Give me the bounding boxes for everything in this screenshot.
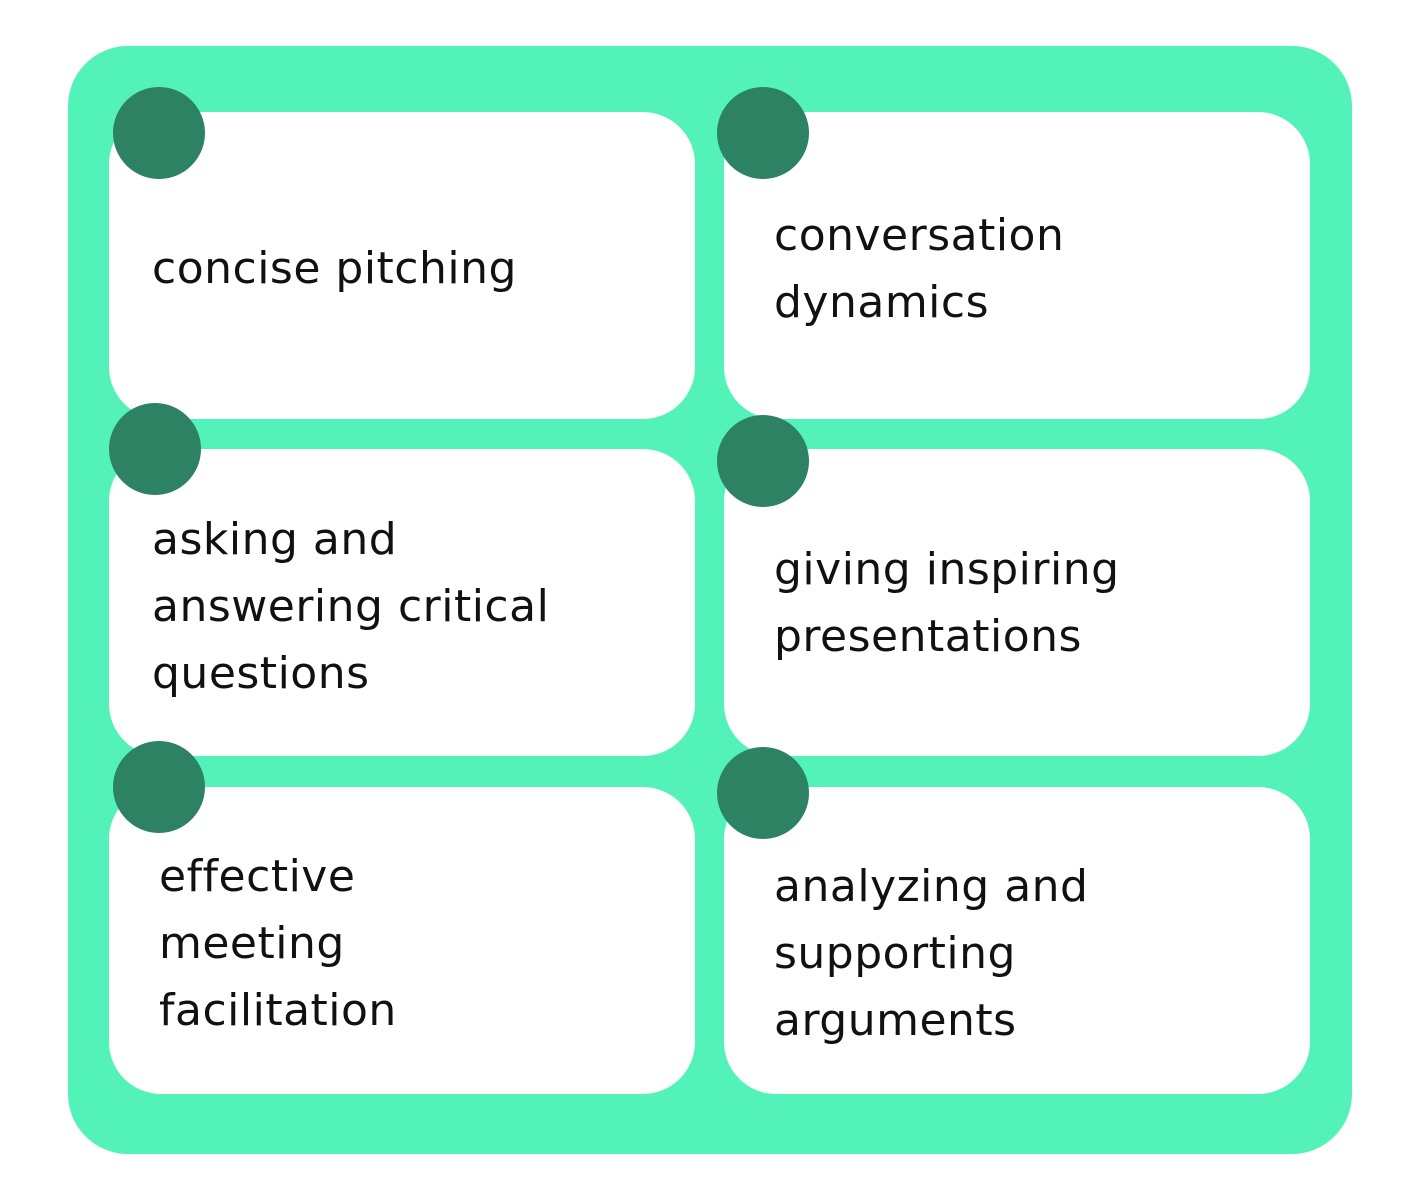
label-line: facilitation bbox=[159, 985, 397, 1036]
bullet-marker-icon bbox=[717, 747, 809, 839]
label-line: asking and bbox=[152, 514, 398, 565]
skill-card-critical-questions: asking and answering critical questions bbox=[109, 449, 695, 756]
bullet-marker-icon bbox=[717, 87, 809, 179]
bullet-marker-icon bbox=[113, 741, 205, 833]
skill-card-label: effective meeting facilitation bbox=[159, 843, 397, 1044]
skill-card-conversation-dynamics: conversation dynamics bbox=[724, 112, 1310, 419]
bullet-marker-icon bbox=[717, 415, 809, 507]
label-line: giving inspiring bbox=[774, 544, 1120, 595]
label-line: arguments bbox=[774, 995, 1017, 1046]
label-line: supporting bbox=[774, 928, 1016, 979]
label-line: effective bbox=[159, 851, 356, 902]
label-line: meeting bbox=[159, 918, 345, 969]
skill-card-label: asking and answering critical questions bbox=[152, 506, 549, 707]
skill-card-inspiring-presentations: giving inspiring presentations bbox=[724, 449, 1310, 756]
label-line: answering critical bbox=[152, 581, 550, 632]
skill-card-supporting-arguments: analyzing and supporting arguments bbox=[724, 787, 1310, 1094]
label-line: conversation bbox=[774, 210, 1065, 261]
label-line: analyzing and bbox=[774, 861, 1089, 912]
label-line: questions bbox=[152, 648, 370, 699]
label-line: presentations bbox=[774, 611, 1082, 662]
label-line: dynamics bbox=[774, 277, 990, 328]
skill-card-label: conversation dynamics bbox=[774, 202, 1064, 336]
skill-card-label: giving inspiring presentations bbox=[774, 536, 1120, 670]
skill-card-concise-pitching: concise pitching bbox=[109, 112, 695, 419]
skill-card-label: analyzing and supporting arguments bbox=[774, 853, 1088, 1054]
bullet-marker-icon bbox=[109, 403, 201, 495]
skill-card-meeting-facilitation: effective meeting facilitation bbox=[109, 787, 695, 1094]
label-line: concise pitching bbox=[152, 243, 517, 294]
bullet-marker-icon bbox=[113, 87, 205, 179]
skill-card-label: concise pitching bbox=[152, 235, 517, 302]
